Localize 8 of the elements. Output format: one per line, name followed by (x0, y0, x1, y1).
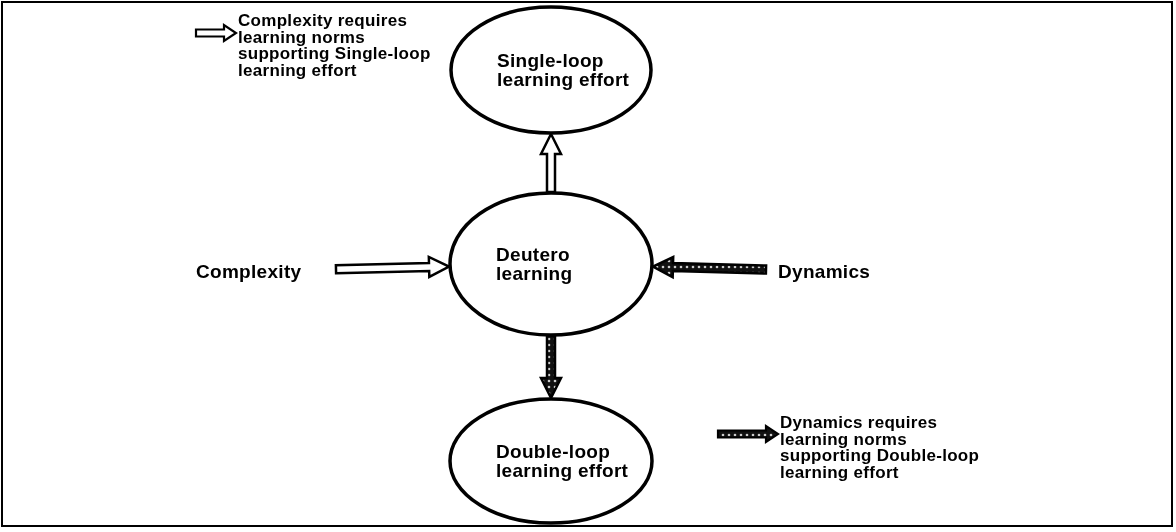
node-label: Deutero learning (496, 245, 574, 283)
block-arrow (650, 255, 768, 280)
factor-label: Complexity (196, 261, 302, 281)
node-label: Single-loop learning effort (497, 51, 631, 89)
legend-text: Dynamics requires learning norms supporting Double-loop learning effort (780, 415, 980, 481)
legend-text: Complexity requires learning norms supporting Single-loop learning effort (238, 13, 432, 79)
node-label: Double-loop learning effort (496, 442, 630, 480)
factor-label: Dynamics (778, 261, 871, 281)
